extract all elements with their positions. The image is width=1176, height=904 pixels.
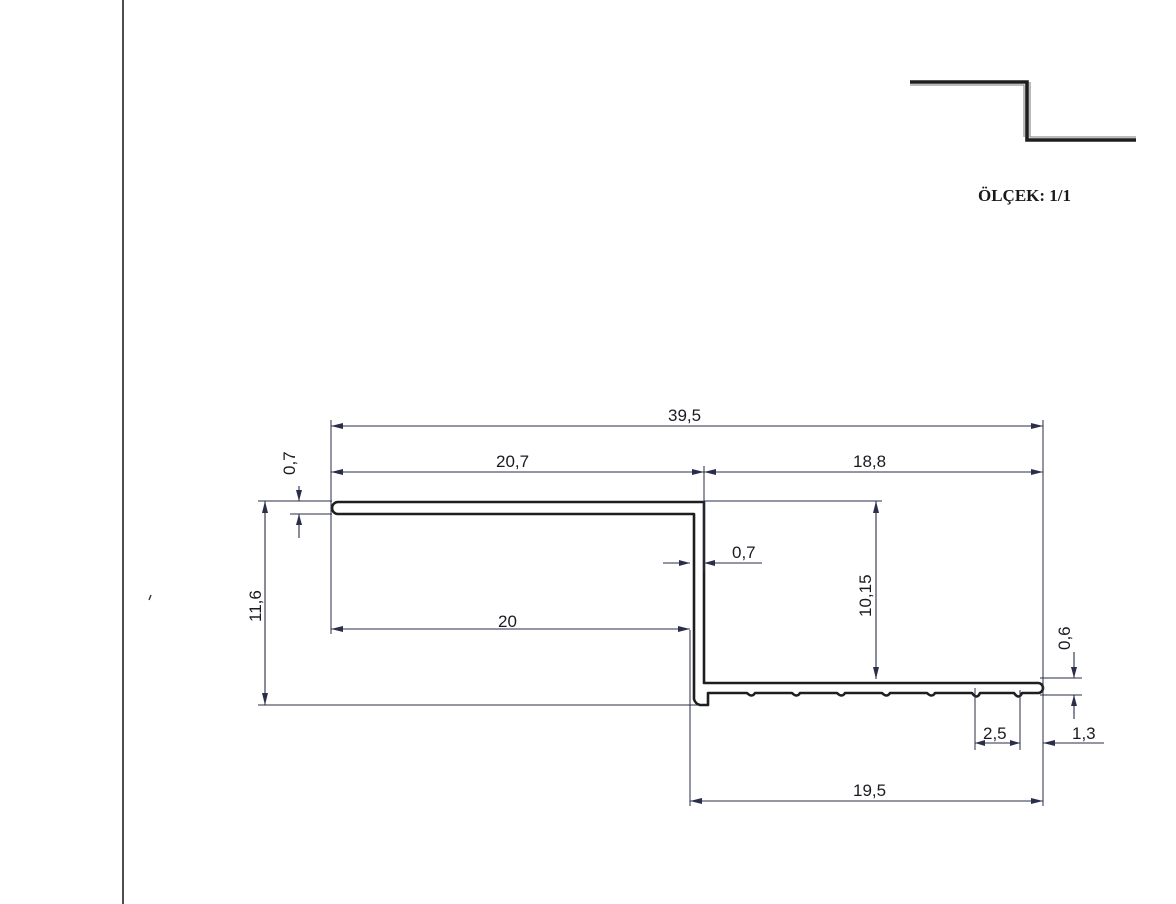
dimension-bottom-width: 19,5 — [690, 781, 1043, 804]
dim-label-overall-width: 39,5 — [668, 406, 701, 425]
dimension-web-height: 10,15 — [856, 501, 879, 679]
scan-mark — [148, 594, 152, 601]
dimension-total-height: 11,6 — [246, 501, 268, 705]
scale-label: ÖLÇEK: 1/1 — [978, 186, 1071, 205]
dimension-overall-width: 39,5 — [331, 406, 1043, 429]
dim-label-end-offset: 1,3 — [1072, 724, 1096, 743]
dimension-top-thickness: 0,7 — [280, 451, 302, 538]
dim-label-groove-pitch: 2,5 — [983, 724, 1007, 743]
dim-label-web-height: 10,15 — [856, 574, 875, 617]
profile-outline — [330, 500, 1045, 707]
dimension-bottom-thickness: 0,6 — [1055, 626, 1077, 719]
profile-thumbnail — [910, 80, 1136, 142]
profile-cross-section — [330, 500, 1045, 707]
dim-label-inner-top-width: 20 — [498, 612, 517, 631]
dim-label-bottom-width: 19,5 — [853, 781, 886, 800]
dim-label-top-left-width: 20,7 — [496, 452, 529, 471]
dimension-inner-top-width: 20 — [331, 612, 690, 632]
dimension-groove-pitch: 2,5 — [975, 724, 1020, 746]
dimension-top-left-width: 20,7 — [331, 452, 704, 475]
extension-lines — [258, 420, 1082, 806]
dimension-top-right-width: 18,8 — [704, 452, 1043, 475]
dim-label-total-height: 11,6 — [246, 590, 265, 622]
dimension-web-thickness: 0,7 — [663, 543, 762, 566]
dim-label-bottom-thickness: 0,6 — [1055, 626, 1074, 650]
dimension-end-offset: 1,3 — [1043, 724, 1104, 746]
dim-label-top-right-width: 18,8 — [853, 452, 886, 471]
dim-label-web-thickness: 0,7 — [732, 543, 756, 562]
dim-label-top-thickness: 0,7 — [280, 451, 299, 475]
